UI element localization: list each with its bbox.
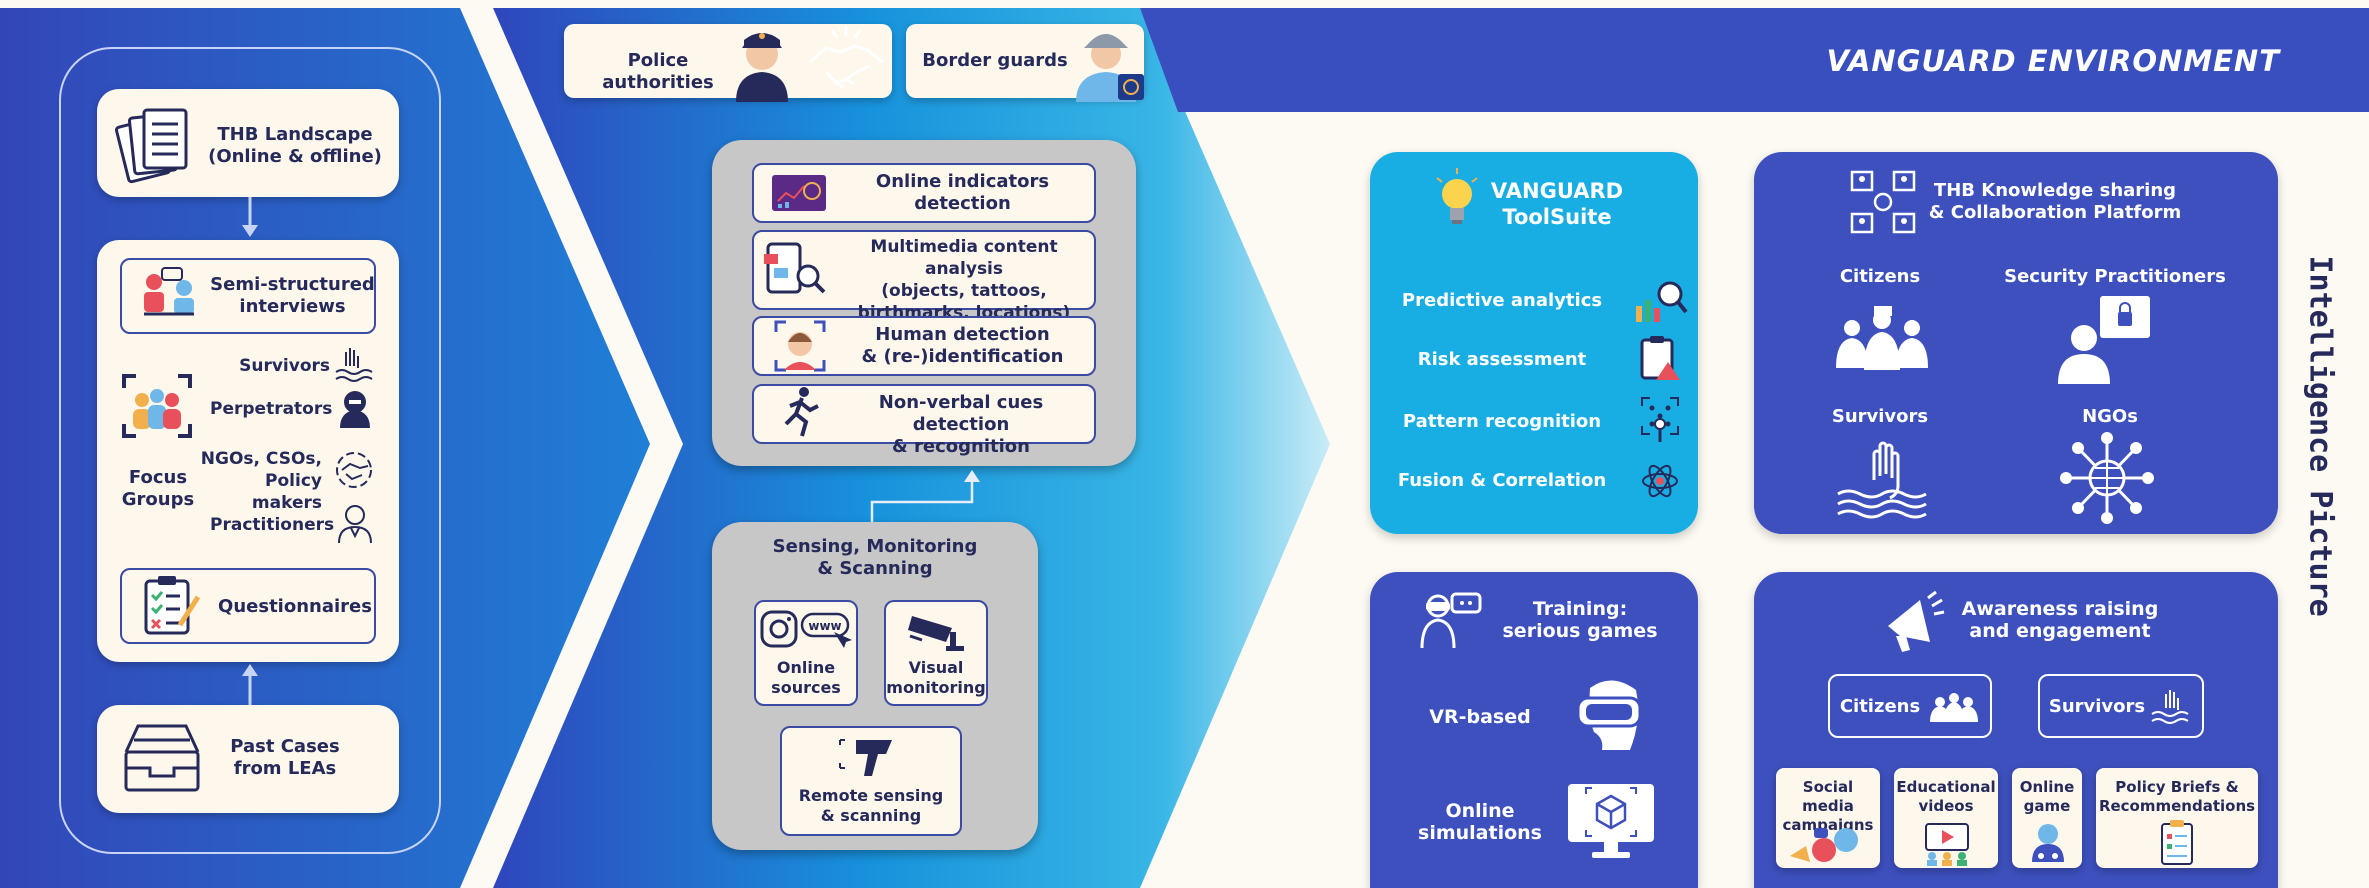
survivor-small-icon — [2151, 690, 2189, 724]
educational-video-icon — [1925, 823, 1969, 866]
network-people-icon — [1850, 170, 1916, 234]
police-officer-icon — [736, 33, 788, 102]
cctv-camera-icon — [908, 616, 964, 651]
tool-pattern-recognition: Pattern recognition — [1402, 411, 1602, 432]
group-ngos-label: NGOs, CSOs,Policy makers — [200, 449, 322, 513]
knowledge-platform-title: THB Knowledge sharing& Collaboration Pla… — [1928, 180, 2182, 223]
monitor-cube-icon — [1568, 784, 1654, 858]
tool-predictive-analytics: Predictive analytics — [1401, 290, 1603, 311]
tool-fusion-correlation: Fusion & Correlation — [1397, 470, 1607, 491]
platform-security-practitioners-label: Security Practitioners — [2004, 266, 2226, 287]
header-band — [1140, 8, 2369, 112]
vanguard-environment-header: VANGUARD ENVIRONMENT — [1826, 44, 2280, 78]
social-media-icon — [1790, 828, 1858, 862]
border-guard-icon — [1076, 34, 1144, 102]
survivor-hand-water-icon — [1837, 441, 1927, 519]
group-perpetrators-label: Perpetrators — [210, 399, 333, 419]
vr-headset-icon — [1576, 680, 1642, 750]
training-title: Training:serious games — [1502, 598, 1658, 642]
scanner-gun-icon — [839, 739, 892, 776]
hooded-figure-icon — [340, 391, 370, 428]
platform-survivors-label: Survivors — [1831, 406, 1929, 427]
human-detection-label: Human detection& (re-)identification — [861, 324, 1064, 367]
awareness-citizens-box — [1828, 674, 1992, 738]
security-practitioner-icon — [2058, 296, 2150, 384]
questionnaires-label: Questionnaires — [218, 596, 372, 617]
citizens-small-icon — [1930, 693, 1978, 722]
predictive-chart-icon — [1636, 281, 1688, 322]
sensing-title: Sensing, Monitoring& Scanning — [772, 536, 978, 579]
ngo-globe-network-icon — [2060, 432, 2154, 524]
visual-monitoring-box — [884, 600, 988, 706]
knowledge-platform-panel — [1754, 152, 2278, 534]
citizens-crowd-icon — [1836, 306, 1928, 370]
running-figure-icon — [784, 387, 819, 437]
megaphone-icon — [1888, 590, 1945, 652]
www-text: www — [808, 619, 841, 633]
platform-ngos-label: NGOs — [2082, 406, 2138, 427]
thb-landscape-label: THB Landscape(Online & offline) — [208, 124, 382, 167]
handshake-icon — [336, 452, 372, 488]
educational-videos-card — [1894, 768, 1998, 868]
atom-icon — [1642, 464, 1678, 498]
clipboard-checklist-icon — [144, 576, 201, 635]
connector-arrow — [870, 470, 980, 526]
left-outline-frame — [59, 47, 441, 854]
platform-citizens-label: Citizens — [1839, 266, 1921, 287]
risk-clipboard-icon — [1640, 336, 1680, 380]
nonverbal-cues-box — [752, 384, 1096, 444]
online-sources-box — [754, 600, 858, 706]
handshake-lines-icon — [809, 26, 883, 90]
pattern-nodes-icon — [1641, 397, 1679, 442]
policy-document-icon — [2161, 820, 2193, 865]
down-arrow — [242, 197, 258, 237]
awareness-survivors-box — [2038, 674, 2204, 738]
documents-icon — [114, 108, 188, 184]
file-tray-icon — [124, 724, 200, 792]
face-detection-icon — [774, 320, 826, 372]
game-controller-icon — [2032, 824, 2064, 862]
policy-briefs-label: Policy Briefs &Recommendations — [2098, 778, 2256, 815]
remote-sensing-label: Remote sensing& scanning — [798, 786, 944, 825]
focus-group-people-icon — [122, 374, 192, 438]
vr-based-label: VR-based — [1429, 706, 1531, 728]
past-cases-card — [97, 705, 399, 813]
lightbulb-icon — [1436, 168, 1478, 224]
border-guards-label: Border guards — [922, 50, 1068, 71]
analytics-dashboard-icon — [772, 175, 826, 211]
group-practitioners-label: Practitioners — [210, 515, 335, 535]
awareness-survivors-label: Survivors — [2048, 696, 2146, 717]
hand-in-water-icon — [335, 348, 373, 382]
multimedia-analysis-label: Multimedia content analysis(objects, tat… — [857, 237, 1071, 323]
police-authorities-label: Police authorities — [602, 50, 714, 93]
tool-risk-assessment: Risk assessment — [1417, 349, 1587, 370]
up-arrow — [242, 664, 258, 706]
person-icon — [338, 505, 372, 544]
interview-people-icon — [144, 267, 194, 316]
nonverbal-cues-label: Non-verbal cues detection& recognition — [878, 392, 1044, 457]
vr-gamer-icon — [1420, 592, 1482, 649]
group-survivors-label: Survivors — [239, 356, 330, 376]
instagram-www-icon: www — [760, 610, 852, 648]
multimedia-search-icon — [764, 242, 826, 294]
awareness-citizens-label: Citizens — [1839, 696, 1921, 717]
